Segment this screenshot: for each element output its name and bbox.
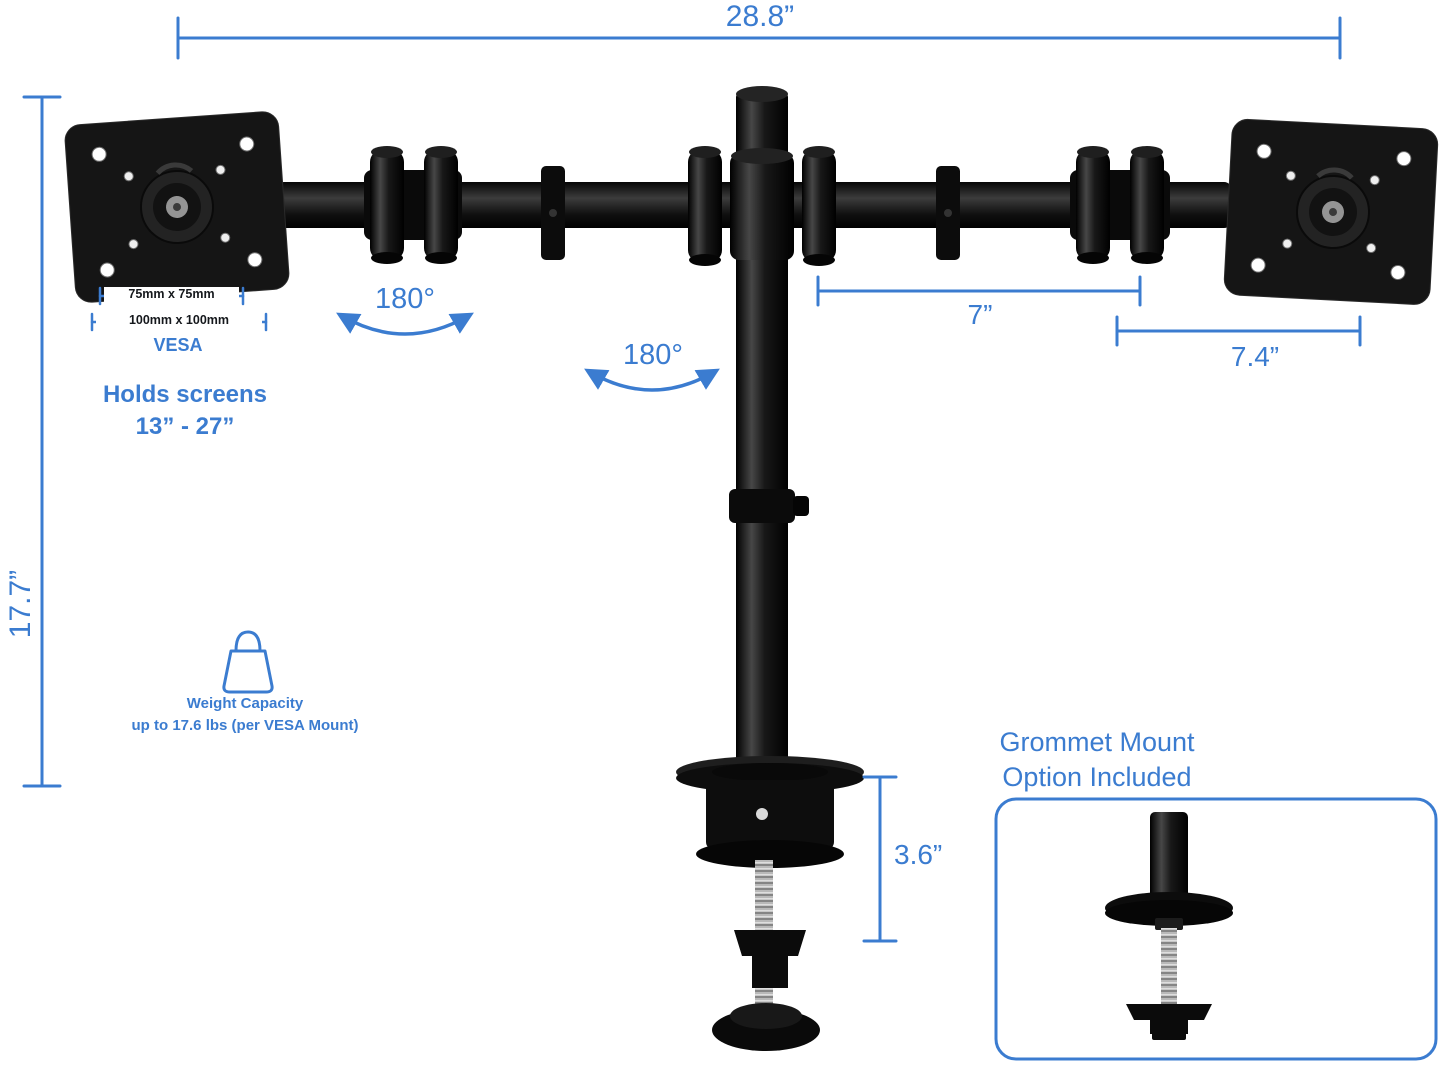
grommet-heading-line2: Option Included xyxy=(1002,762,1192,792)
vesa-pattern-small-label: 75mm x 75mm xyxy=(104,287,239,303)
grommet-heading-line1: Grommet Mount xyxy=(999,727,1195,757)
left-arm-joint xyxy=(364,146,462,264)
weight-capacity-line2: up to 17.6 lbs (per VESA Mount) xyxy=(131,717,359,734)
left-arm-clamp-tab xyxy=(541,166,565,260)
overall-height-label: 17.7” xyxy=(4,569,37,639)
vesa-pattern-large-label: 100mm x 100mm xyxy=(96,313,262,329)
arm-rotation-label-2: 180° xyxy=(623,339,683,371)
screen-size-line2: 13” - 27” xyxy=(135,413,235,440)
screen-size-line1: Holds screens xyxy=(102,381,268,408)
dimension-line-overall-height xyxy=(22,95,62,788)
grommet-mount-inset xyxy=(994,797,1438,1061)
arm-rotation-label-1: 180° xyxy=(375,283,435,315)
right-arm-joint xyxy=(1070,146,1170,264)
left-vesa-plate xyxy=(64,111,290,303)
desk-clamp xyxy=(676,756,864,1051)
clamp-range-label: 3.6” xyxy=(894,839,943,870)
weight-capacity-icon xyxy=(222,630,274,694)
dimension-line-overall-width xyxy=(176,16,1342,60)
right-vesa-plate xyxy=(1223,118,1439,305)
weight-capacity-line1: Weight Capacity xyxy=(186,695,304,712)
vesa-label: VESA xyxy=(153,335,203,355)
monitor-arm xyxy=(276,146,1234,266)
rotation-arrow-icon xyxy=(584,368,720,392)
center-arm-joint xyxy=(688,146,836,266)
dimension-line-outer-arm xyxy=(1115,315,1362,347)
overall-width-label: 28.8” xyxy=(725,0,795,33)
dimension-line-clamp-range xyxy=(862,775,898,943)
rotation-arrow-icon xyxy=(336,312,474,336)
right-arm-clamp-tab xyxy=(936,166,960,260)
inner-arm-length-label: 7” xyxy=(967,299,993,330)
center-pole xyxy=(736,86,788,782)
outer-arm-length-label: 7.4” xyxy=(1230,341,1280,372)
dimension-line-inner-arm xyxy=(816,275,1142,307)
pole-adjustment-collar xyxy=(729,489,809,523)
